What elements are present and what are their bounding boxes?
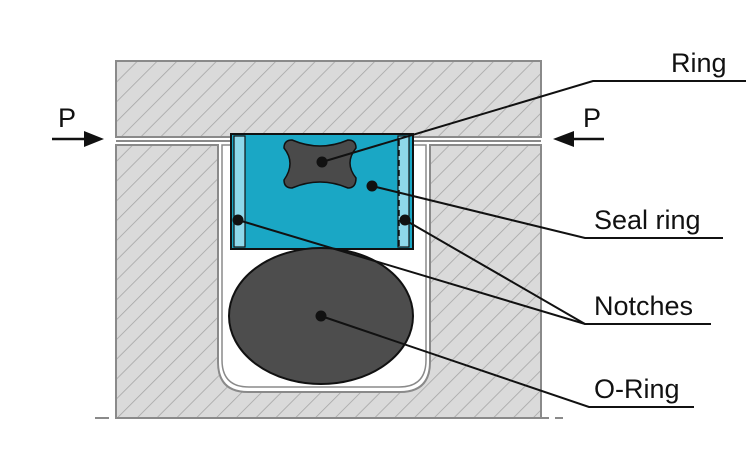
- pressure-arrow-left: [52, 131, 104, 147]
- leader-ring: [321, 80, 746, 163]
- label-pressure-left: P: [58, 103, 76, 133]
- leader-dots: [232, 156, 411, 322]
- label-pressure-right: P: [583, 103, 601, 133]
- leader-notches-right: [404, 219, 586, 325]
- o-ring-dot: [315, 310, 327, 322]
- label-ring: Ring: [671, 48, 727, 78]
- leader-o-ring: [320, 315, 694, 408]
- label-seal-ring: Seal ring: [594, 205, 701, 235]
- notch-dot-right: [399, 214, 411, 226]
- leader-lines: [237, 80, 746, 408]
- notch-dot-left: [232, 214, 244, 226]
- label-o-ring: O-Ring: [594, 374, 680, 404]
- seal-ring-dot: [366, 180, 378, 192]
- pressure-arrow-right: [553, 131, 604, 147]
- upper-housing: [115, 60, 542, 138]
- label-notches: Notches: [594, 291, 693, 321]
- notch-strip-left: [233, 135, 246, 248]
- lower-housing: [115, 144, 542, 419]
- leader-seal-ring: [371, 185, 723, 239]
- ring-dot: [316, 156, 328, 168]
